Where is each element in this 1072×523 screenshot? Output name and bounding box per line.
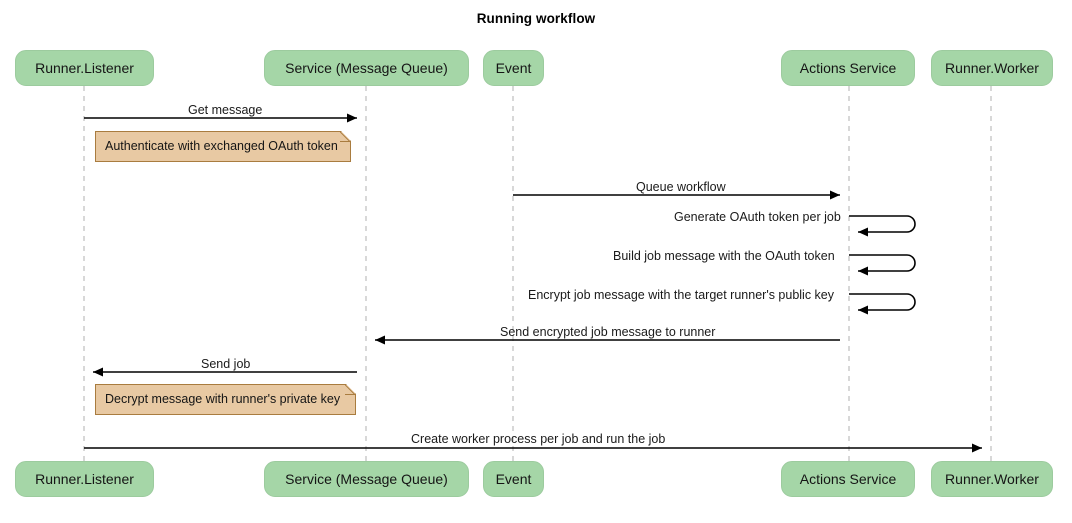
note-authenticate-note: Authenticate with exchanged OAuth token xyxy=(95,131,351,162)
message-label-send-encrypted-job-message: Send encrypted job message to runner xyxy=(500,325,716,339)
participant-label: Runner.Listener xyxy=(35,471,134,487)
participant-actions-service-bottom[interactable]: Actions Service xyxy=(781,461,915,497)
participant-actions-service-top[interactable]: Actions Service xyxy=(781,50,915,86)
note-fold-edge-icon xyxy=(345,384,356,395)
message-build-job-message xyxy=(849,254,916,276)
note-decrypt-note: Decrypt message with runner's private ke… xyxy=(95,384,356,415)
message-label-build-job-message: Build job message with the OAuth token xyxy=(613,249,835,263)
participant-runner-worker-bottom[interactable]: Runner.Worker xyxy=(931,461,1053,497)
participant-label: Event xyxy=(495,60,532,76)
participant-runner-listener-bottom[interactable]: Runner.Listener xyxy=(15,461,154,497)
message-label-send-job: Send job xyxy=(201,357,251,371)
participant-label: Runner.Worker xyxy=(945,60,1039,76)
note-text: Decrypt message with runner's private ke… xyxy=(105,392,341,406)
participant-label: Actions Service xyxy=(799,60,897,76)
participant-label: Actions Service xyxy=(799,471,897,487)
note-fold-edge-icon xyxy=(340,131,351,142)
diagram-title: Running workflow xyxy=(476,11,596,26)
message-label-encrypt-job-message: Encrypt job message with the target runn… xyxy=(528,288,835,302)
message-generate-oauth-token-per-job xyxy=(849,215,916,237)
message-label-queue-workflow: Queue workflow xyxy=(636,180,726,194)
note-text: Authenticate with exchanged OAuth token xyxy=(105,139,338,153)
message-label-create-worker-process: Create worker process per job and run th… xyxy=(411,432,666,446)
participant-runner-worker-top[interactable]: Runner.Worker xyxy=(931,50,1053,86)
message-label-generate-oauth-token-per-job: Generate OAuth token per job xyxy=(674,210,841,224)
participant-label: Service (Message Queue) xyxy=(285,60,448,76)
participant-label: Runner.Listener xyxy=(35,60,134,76)
message-encrypt-job-message xyxy=(849,293,916,315)
message-label-get-message: Get message xyxy=(188,103,263,117)
participant-service-queue-top[interactable]: Service (Message Queue) xyxy=(264,50,469,86)
participant-label: Event xyxy=(495,471,532,487)
participant-label: Runner.Worker xyxy=(945,471,1039,487)
participant-event-bottom[interactable]: Event xyxy=(483,461,544,497)
participant-label: Service (Message Queue) xyxy=(285,471,448,487)
participant-service-queue-bottom[interactable]: Service (Message Queue) xyxy=(264,461,469,497)
participant-runner-listener-top[interactable]: Runner.Listener xyxy=(15,50,154,86)
participant-event-top[interactable]: Event xyxy=(483,50,544,86)
